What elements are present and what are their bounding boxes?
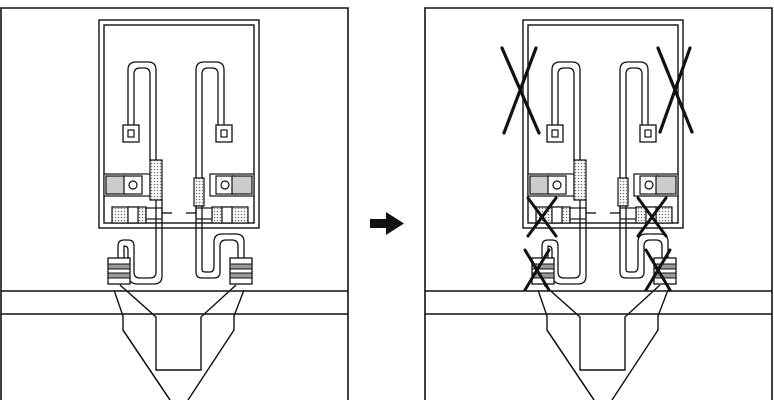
panel-after: [424, 7, 773, 400]
cross-right-resistor: [644, 248, 672, 292]
cross-left-contact-pad-lower: [526, 196, 558, 238]
cross-left-resistor: [523, 248, 551, 292]
panel-before: [0, 7, 349, 400]
cross-right-contact-pad-lower: [636, 196, 668, 238]
right-arrow-icon: [370, 212, 404, 235]
cross-left-trace-upper: [500, 46, 541, 135]
cross-right-trace-upper: [656, 46, 694, 134]
